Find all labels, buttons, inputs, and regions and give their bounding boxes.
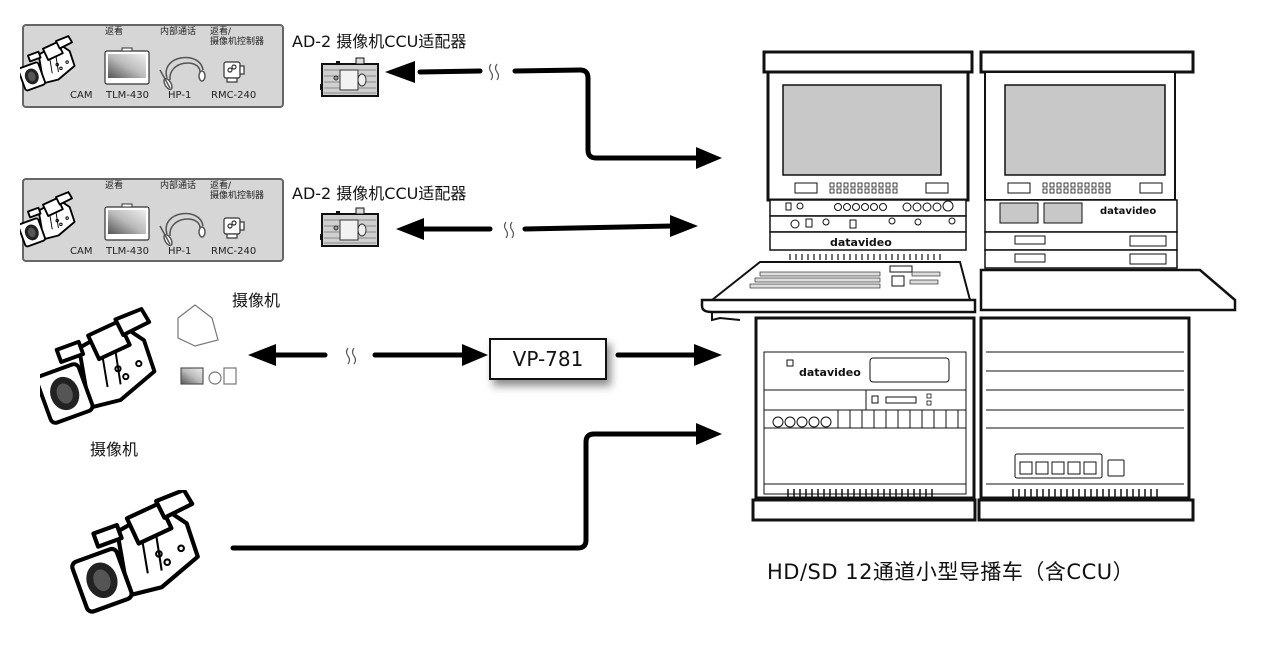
monitor-label: 返看 [105,27,124,37]
ad2-adapter-icon [320,207,379,247]
rcp-icon [223,61,245,83]
camcorder-icon [20,190,76,249]
vent-slots [789,254,941,260]
arrow-right-icon [696,423,722,445]
headset-icon [159,212,206,247]
vp781-converter-box: VP-781 [489,338,607,380]
kit-1-icons [20,34,245,93]
headset-icon [208,371,222,385]
rcp-icon [223,367,237,385]
accessory-icons [177,304,237,385]
rack-right: datavideo [977,50,1237,522]
arrow-left-icon [396,218,424,240]
control-label-line2: 摄像机控制器 [210,191,265,201]
adapter-title-2: AD-2 摄像机CCU适配器 [292,184,467,203]
production-truck: datavideo datavideo [700,50,1237,522]
monitor-caption: TLM-430 [106,90,150,101]
panel-knobs [785,200,956,229]
cam-caption: CAM [70,246,93,257]
monitor-screen [782,84,942,176]
camera-bottom-icon [71,490,198,613]
arrow-right-icon [462,344,488,366]
connections [230,67,703,551]
vp781-label: VP-781 [512,347,584,371]
cam-caption: CAM [70,90,93,101]
link-4 [230,431,703,551]
rack-left: datavideo datavideo [700,50,977,522]
camera-label-bottom: 摄像机 [90,440,139,459]
monitor-screen [1004,84,1166,176]
rcp-caption: RMC-240 [211,246,257,257]
ad2-adapter-icon [320,57,379,97]
kit-2-icons [20,190,245,249]
monitor-icon [104,47,150,85]
control-label-line1: 返看/ [210,181,232,191]
headset-caption: HP-1 [168,90,192,101]
monitor-caption: TLM-430 [106,246,150,257]
viewfinder-icon [177,304,219,347]
intercom-label: 内部通话 [160,27,197,37]
monitor-label: 返看 [105,181,124,191]
cable-break-icons [345,63,515,365]
monitor-icon [104,203,150,241]
link-1-right [512,67,703,161]
camera-middle [35,304,237,424]
intercom-label: 内部通话 [160,181,197,191]
arrow-left-icon [248,344,276,366]
camcorder-icon [35,309,154,424]
headset-caption: HP-1 [168,246,192,257]
arrow-right-icon [670,215,698,237]
monitor-icon [180,367,204,385]
arrow-left-icon [385,61,415,83]
arrow-right-icon [694,344,722,366]
adapter-title-1: AD-2 摄像机CCU适配器 [292,32,467,51]
brand-logo: datavideo [830,236,892,249]
arrowheads [248,61,722,445]
headset-icon [159,56,206,91]
control-label-line2: 摄像机控制器 [210,37,265,47]
link-1-left [417,68,483,75]
brand-logo: datavideo [799,366,861,379]
control-label-line1: 返看/ [210,27,232,37]
rcp-icon [223,217,245,239]
rack-lower [754,316,976,500]
rcp-caption: RMC-240 [211,90,257,101]
link-2-right [522,223,675,232]
arrow-right-icon [696,147,722,169]
monitor-buttons [829,182,898,194]
brand-logo: datavideo [1100,206,1156,217]
truck-caption: HD/SD 12通道小型导播车（含CCU） [767,560,1135,584]
camcorder-icon [20,34,76,93]
desk-top [979,268,1237,312]
camera-label-top: 摄像机 [232,291,281,310]
